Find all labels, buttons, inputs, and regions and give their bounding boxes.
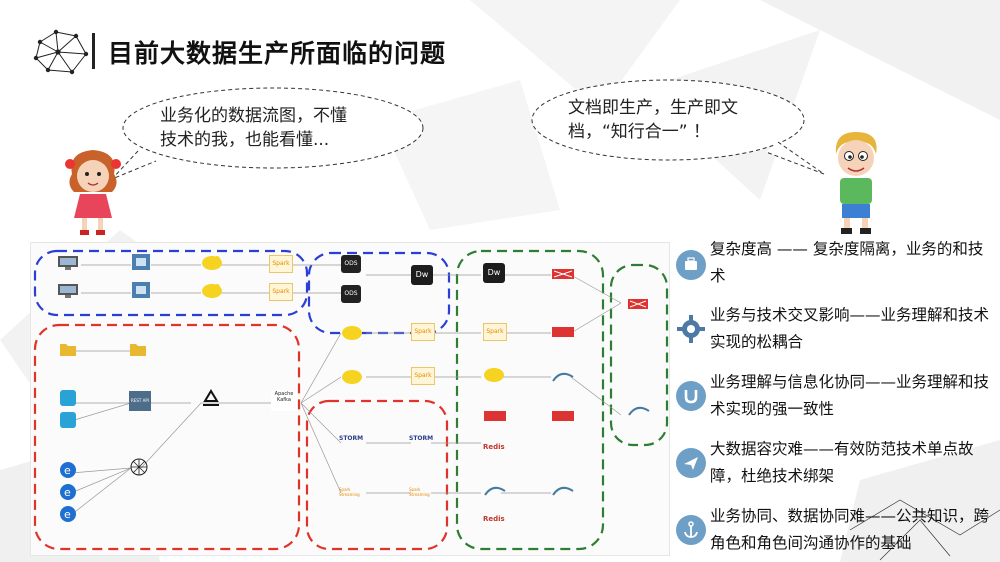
panel-text: 大数据容灾难——有效防范技术单点故障，杜绝技术绑架: [710, 440, 974, 485]
network-logo-icon: [33, 29, 89, 75]
folder-icon: [60, 344, 76, 356]
redis-node: Redis: [483, 515, 505, 523]
diagram-groups: [33, 249, 669, 551]
spark-node: Spark: [411, 323, 435, 341]
panel-item-complexity: 复杂度高 —— 复杂度隔离，业务的和技术: [676, 236, 996, 296]
mysql-icon: [552, 372, 574, 382]
storm-node: STORM: [409, 435, 434, 442]
hbase-icon: [552, 411, 574, 421]
panel-text: 业务协同、数据协同难——公共知识，跨角色和角色间沟通协作的基础: [710, 507, 990, 552]
database-icon: [132, 254, 150, 270]
mysql-icon: [484, 486, 506, 496]
panel-item-consistency: 业务理解与信息化协同——业务理解和技术实现的强一致性: [676, 369, 996, 429]
hadoop-icon: [484, 368, 504, 382]
server-icon: [58, 256, 78, 270]
panel-item-collaboration: 业务协同、数据协同难——公共知识，跨角色和角色间沟通协作的基础: [676, 503, 996, 561]
svg-text:e: e: [64, 508, 71, 521]
spark-node: Spark: [269, 255, 293, 273]
server-icon: [58, 284, 78, 298]
hbase-icon: [484, 411, 506, 421]
bubble-right-line1: 文档即生产，生产即文: [568, 98, 738, 118]
girl-cartoon: [65, 150, 121, 235]
hadoop-icon: [202, 256, 222, 270]
weibo-icon: [60, 390, 76, 406]
speech-bubble-left: [111, 87, 424, 180]
mysql-icon: [628, 406, 650, 416]
paper-plane-icon: [676, 448, 706, 478]
spark-node: Spark: [483, 323, 507, 341]
recycle-icon: [203, 389, 219, 406]
redis-node: Redis: [483, 443, 505, 451]
spark-node: Spark: [269, 283, 293, 301]
ie-icon: e: [60, 462, 76, 478]
panel-text: 业务理解与信息化协同——业务理解和技术实现的强一致性: [710, 373, 990, 418]
web-crawler-icon: [130, 458, 148, 476]
magnet-icon: [676, 381, 706, 411]
database-icon: [132, 282, 150, 298]
panel-item-disaster: 大数据容灾难——有效防范技术单点故障，杜绝技术绑架: [676, 436, 996, 496]
data-flow-diagram: Spark Spark ODS ODS Dw Dw Spark Spark Sp…: [30, 242, 670, 556]
speech-bubble-right: [531, 79, 825, 175]
bubble-left-line1: 业务化的数据流图，不懂: [160, 106, 347, 126]
hadoop-icon: [202, 284, 222, 298]
hbase-icon: [628, 299, 648, 309]
title-accent-bar: [92, 33, 95, 69]
spark-streaming-node: Spark Streaming: [339, 487, 360, 497]
spark-node: Spark: [411, 367, 435, 385]
folder-icon: [130, 344, 146, 356]
hbase-icon: [552, 269, 574, 279]
boy-cartoon: [835, 132, 877, 234]
panel-text: 复杂度高 —— 复杂度隔离，业务的和技术: [710, 240, 984, 285]
anchor-icon: [676, 515, 706, 545]
gear-icon: [677, 315, 705, 343]
briefcase-icon: [676, 250, 706, 280]
hbase-icon: [552, 327, 574, 337]
dw-node: Dw: [483, 263, 505, 283]
dw-node: Dw: [411, 265, 433, 285]
svg-text:e: e: [64, 486, 71, 499]
hadoop-icon: [342, 370, 362, 384]
panel-text: 业务与技术交叉影响——业务理解和技术实现的松耦合: [710, 306, 990, 351]
storm-node: STORM: [339, 435, 364, 442]
ie-icon: e: [60, 484, 76, 500]
rest-api-node: REST API: [129, 391, 151, 411]
svg-text:e: e: [64, 464, 71, 477]
weibo-icon: [60, 412, 76, 428]
bubble-left-line2: 技术的我，也能看懂...: [160, 130, 330, 150]
ie-icon: e: [60, 506, 76, 522]
ods-node: ODS: [341, 255, 361, 273]
kafka-node: Apache Kafka: [271, 391, 297, 411]
bubble-right-line2: 档，“知行合一” ！: [568, 122, 711, 142]
mysql-icon: [552, 486, 574, 496]
hadoop-icon: [342, 326, 362, 340]
spark-streaming-node: Spark Streaming: [409, 487, 430, 497]
panel-item-coupling: 业务与技术交叉影响——业务理解和技术实现的松耦合: [676, 302, 996, 362]
page-title: 目前大数据生产所面临的问题: [108, 39, 447, 68]
ods-node: ODS: [341, 285, 361, 303]
